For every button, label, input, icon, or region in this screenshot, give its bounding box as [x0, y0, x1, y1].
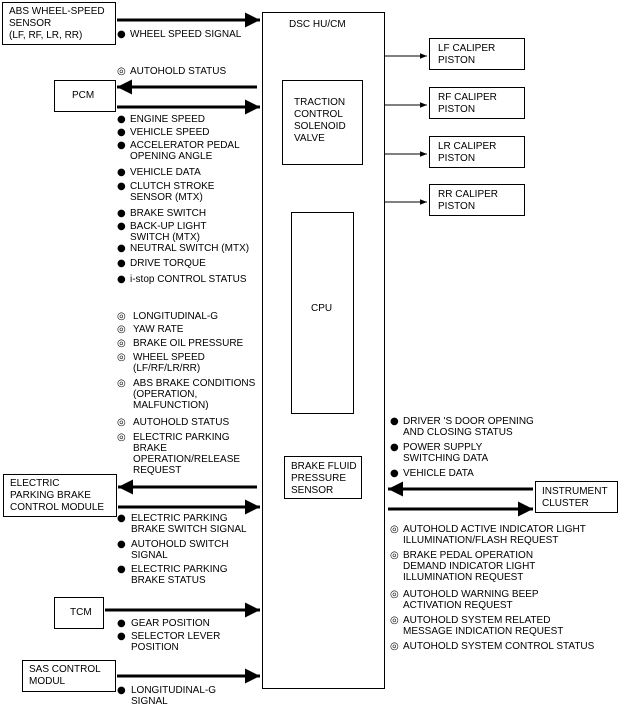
rf-caliper-piston-box: RF CALIPER PISTON	[429, 87, 525, 119]
signal-label: AUTOHOLD WARNING BEEP ACTIVATION REQUEST	[403, 589, 539, 611]
signal-label: BRAKE OIL PRESSURE	[133, 338, 244, 349]
pcm-label: PCM	[72, 90, 95, 101]
hollow-bullet-icon: ◎	[117, 352, 126, 363]
signal-label: BRAKE SWITCH	[130, 208, 207, 219]
rr-caliper-piston-label: RR CALIPER PISTON	[438, 189, 499, 212]
electric-parking-brake-module-label: ELECTRIC PARKING BRAKE CONTROL MODULE	[10, 478, 105, 513]
rr-caliper-piston-box: RR CALIPER PISTON	[429, 184, 525, 216]
tcm-box: TCM	[54, 597, 104, 629]
signal-label: BACK-UP LIGHT SWITCH (MTX)	[130, 221, 207, 243]
lr-caliper-piston-box: LR CALIPER PISTON	[429, 136, 525, 168]
filled-bullet-icon: ●	[390, 442, 399, 453]
lf-caliper-piston-box: LF CALIPER PISTON	[429, 38, 525, 70]
filled-bullet-icon: ●	[117, 167, 126, 178]
hollow-bullet-icon: ◎	[117, 417, 126, 428]
filled-bullet-icon: ●	[117, 564, 126, 575]
traction-control-solenoid-valve-label: TRACTION CONTROL SOLENOID VALVE	[294, 97, 346, 144]
hollow-bullet-icon: ◎	[390, 524, 399, 535]
signal-label: DRIVE TORQUE	[130, 258, 206, 269]
hollow-bullet-icon: ◎	[390, 550, 399, 561]
filled-bullet-icon: ●	[117, 618, 126, 629]
filled-bullet-icon: ●	[117, 274, 126, 285]
signal-label: LONGITUDINAL-G	[133, 311, 219, 322]
filled-bullet-icon: ●	[117, 29, 126, 40]
filled-bullet-icon: ●	[117, 140, 126, 151]
signal-label: AUTOHOLD SWITCH SIGNAL	[131, 539, 229, 561]
signal-label: ELECTRIC PARKING BRAKE STATUS	[131, 564, 228, 586]
electric-parking-brake-module-box: ELECTRIC PARKING BRAKE CONTROL MODULE	[3, 474, 117, 517]
signal-label: VEHICLE DATA	[130, 167, 201, 178]
filled-bullet-icon: ●	[390, 416, 399, 427]
signal-label: i-stop CONTROL STATUS	[130, 274, 247, 285]
signal-label: LONGITUDINAL-G SIGNAL	[131, 685, 217, 707]
signal-label: POWER SUPPLY SWITCHING DATA	[403, 442, 489, 464]
signal-label: NEUTRAL SWITCH (MTX)	[130, 243, 250, 254]
signal-label: ENGINE SPEED	[130, 114, 206, 125]
brake-fluid-pressure-sensor-label: BRAKE FLUID PRESSURE SENSOR	[291, 461, 357, 496]
filled-bullet-icon: ●	[117, 513, 126, 524]
rf-caliper-piston-label: RF CALIPER PISTON	[438, 92, 497, 115]
signal-label: VEHICLE SPEED	[130, 127, 210, 138]
signal-label: AUTOHOLD ACTIVE INDICATOR LIGHT ILLUMINA…	[403, 524, 586, 546]
signal-label: ELECTRIC PARKING BRAKE OPERATION/RELEASE…	[133, 432, 241, 476]
signal-label: VEHICLE DATA	[403, 468, 474, 479]
filled-bullet-icon: ●	[117, 208, 126, 219]
instrument-cluster-box: INSTRUMENT CLUSTER	[535, 481, 618, 513]
hollow-bullet-icon: ◎	[117, 378, 126, 389]
hollow-bullet-icon: ◎	[390, 641, 399, 652]
hollow-bullet-icon: ◎	[390, 615, 399, 626]
cpu-box: CPU	[291, 212, 354, 414]
filled-bullet-icon: ●	[117, 631, 126, 642]
instrument-cluster-label: INSTRUMENT CLUSTER	[542, 486, 608, 509]
hollow-bullet-icon: ◎	[117, 66, 126, 77]
signal-label: DRIVER 'S DOOR OPENING AND CLOSING STATU…	[403, 416, 534, 438]
signal-label: ABS BRAKE CONDITIONS (OPERATION, MALFUNC…	[133, 378, 256, 411]
signal-label: AUTOHOLD STATUS	[130, 66, 227, 77]
signal-label: YAW RATE	[133, 324, 184, 335]
signal-label: WHEEL SPEED (LF/RF/LR/RR)	[133, 352, 205, 374]
hollow-bullet-icon: ◎	[117, 311, 126, 322]
sas-control-module-label: SAS CONTROL MODUL	[29, 664, 101, 687]
filled-bullet-icon: ●	[390, 468, 399, 479]
wheel-speed-signal-label: WHEEL SPEED SIGNAL	[130, 29, 242, 40]
signal-label: AUTOHOLD SYSTEM RELATED MESSAGE INDICATI…	[403, 615, 564, 637]
filled-bullet-icon: ●	[117, 243, 126, 254]
hollow-bullet-icon: ◎	[117, 432, 126, 443]
pcm-box: PCM	[54, 80, 116, 112]
hollow-bullet-icon: ◎	[117, 338, 126, 349]
filled-bullet-icon: ●	[117, 114, 126, 125]
abs-wheel-speed-sensor-box: ABS WHEEL-SPEED SENSOR (LF, RF, LR, RR)	[2, 2, 116, 45]
filled-bullet-icon: ●	[117, 539, 126, 550]
cpu-label: CPU	[311, 303, 333, 314]
hollow-bullet-icon: ◎	[117, 324, 126, 335]
filled-bullet-icon: ●	[117, 685, 126, 696]
signal-label: AUTOHOLD SYSTEM CONTROL STATUS	[403, 641, 595, 652]
brake-fluid-pressure-sensor-box: BRAKE FLUID PRESSURE SENSOR	[284, 456, 362, 499]
signal-label: AUTOHOLD STATUS	[133, 417, 230, 428]
signal-label: CLUTCH STROKE SENSOR (MTX)	[130, 181, 215, 203]
sas-control-module-box: SAS CONTROL MODUL	[22, 660, 116, 692]
lf-caliper-piston-label: LF CALIPER PISTON	[438, 43, 496, 66]
abs-wheel-speed-sensor-label: ABS WHEEL-SPEED SENSOR (LF, RF, LR, RR)	[9, 6, 105, 41]
filled-bullet-icon: ●	[117, 258, 126, 269]
hollow-bullet-icon: ◎	[390, 589, 399, 600]
filled-bullet-icon: ●	[117, 221, 126, 232]
filled-bullet-icon: ●	[117, 181, 126, 192]
filled-bullet-icon: ●	[117, 127, 126, 138]
signal-label: ACCELERATOR PEDAL OPENING ANGLE	[130, 140, 240, 162]
lr-caliper-piston-label: LR CALIPER PISTON	[438, 141, 497, 164]
dsc-hu-cm-label: DSC HU/CM	[289, 19, 346, 30]
tcm-label: TCM	[70, 607, 92, 618]
signal-label: BRAKE PEDAL OPERATION DEMAND INDICATOR L…	[403, 550, 536, 583]
signal-label: ELECTRIC PARKING BRAKE SWITCH SIGNAL	[131, 513, 247, 535]
signal-label: GEAR POSITION	[131, 618, 210, 629]
traction-control-solenoid-valve-box: TRACTION CONTROL SOLENOID VALVE	[282, 80, 363, 165]
signal-label: SELECTOR LEVER POSITION	[131, 631, 221, 653]
